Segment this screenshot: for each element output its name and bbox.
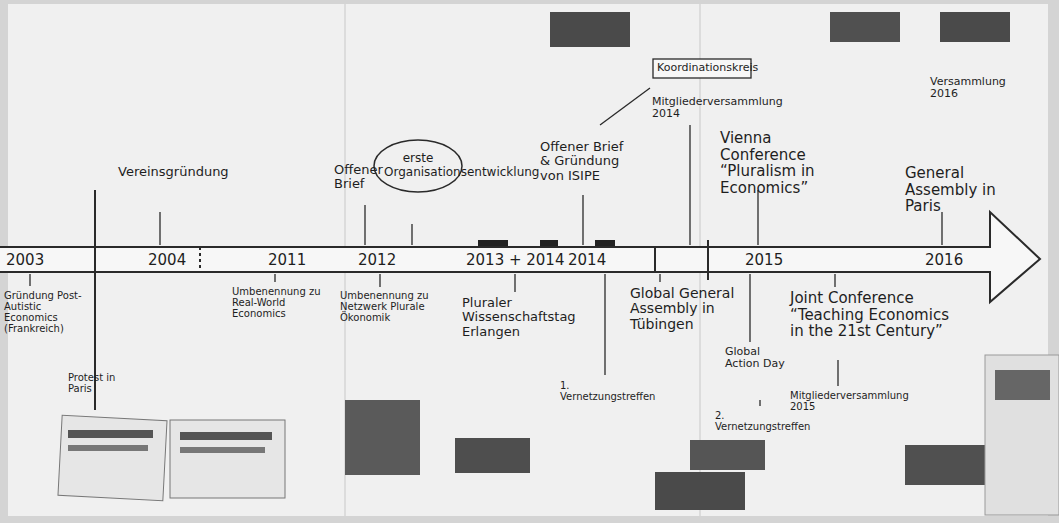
tick-marks [95, 190, 708, 410]
year-label: 2004 [148, 252, 198, 269]
event-label: Protest in Paris [68, 372, 128, 394]
year-label: 2003 [6, 252, 66, 269]
event-label: Vienna Conference “Pluralism in Economic… [720, 130, 838, 196]
event-label: Offener Brief & Gründung von ISIPE [540, 140, 630, 183]
leader-lines [30, 88, 942, 406]
box-outline [653, 59, 751, 78]
node-text: Koordinationskreis [652, 58, 752, 79]
event-label: Umbenennung zu Real-World Economics [232, 286, 332, 319]
event-label: 1. Vernetzungstreffen [560, 380, 650, 402]
event-label: 2. Vernetzungstreffen [715, 410, 810, 432]
year-label: 2015 [745, 252, 795, 269]
event-label: Global Action Day [725, 346, 785, 370]
event-label: Vereinsgründung [118, 165, 198, 179]
event-label: General Assembly in Paris [905, 165, 1000, 215]
event-label: Versammlung 2016 [930, 76, 1030, 100]
event-label: Mitgliederversammlung 2014 [652, 96, 760, 120]
event-label: Joint Conference “Teaching Economics in … [790, 290, 960, 340]
timeline-arrow [0, 212, 1040, 302]
event-label: Global General Assembly in Tübingen [630, 286, 740, 332]
year-label: 2011 [268, 252, 318, 269]
year-label: 2013 + 2014 [466, 252, 566, 269]
pasted-box: Koordinationskreis [652, 58, 752, 79]
event-label: Mitgliederversammlung 2015 [790, 390, 900, 412]
event-label: Gründung Post-Autistic Economics (Frankr… [4, 290, 84, 334]
year-label: 2012 [358, 252, 408, 269]
pasted-cards [58, 12, 1059, 515]
event-label: Offener Brief [334, 163, 392, 192]
event-label: Umbenennung zu Netzwerk Plurale Ökonomik [340, 290, 440, 323]
event-label: Pluraler Wissenschaftstag Erlangen [462, 296, 582, 339]
year-label: 2014 [568, 252, 618, 269]
node-text: erste Organisationsentwicklung [372, 138, 464, 194]
circled-event: erste Organisationsentwicklung [372, 138, 464, 194]
year-label: 2016 [925, 252, 975, 269]
